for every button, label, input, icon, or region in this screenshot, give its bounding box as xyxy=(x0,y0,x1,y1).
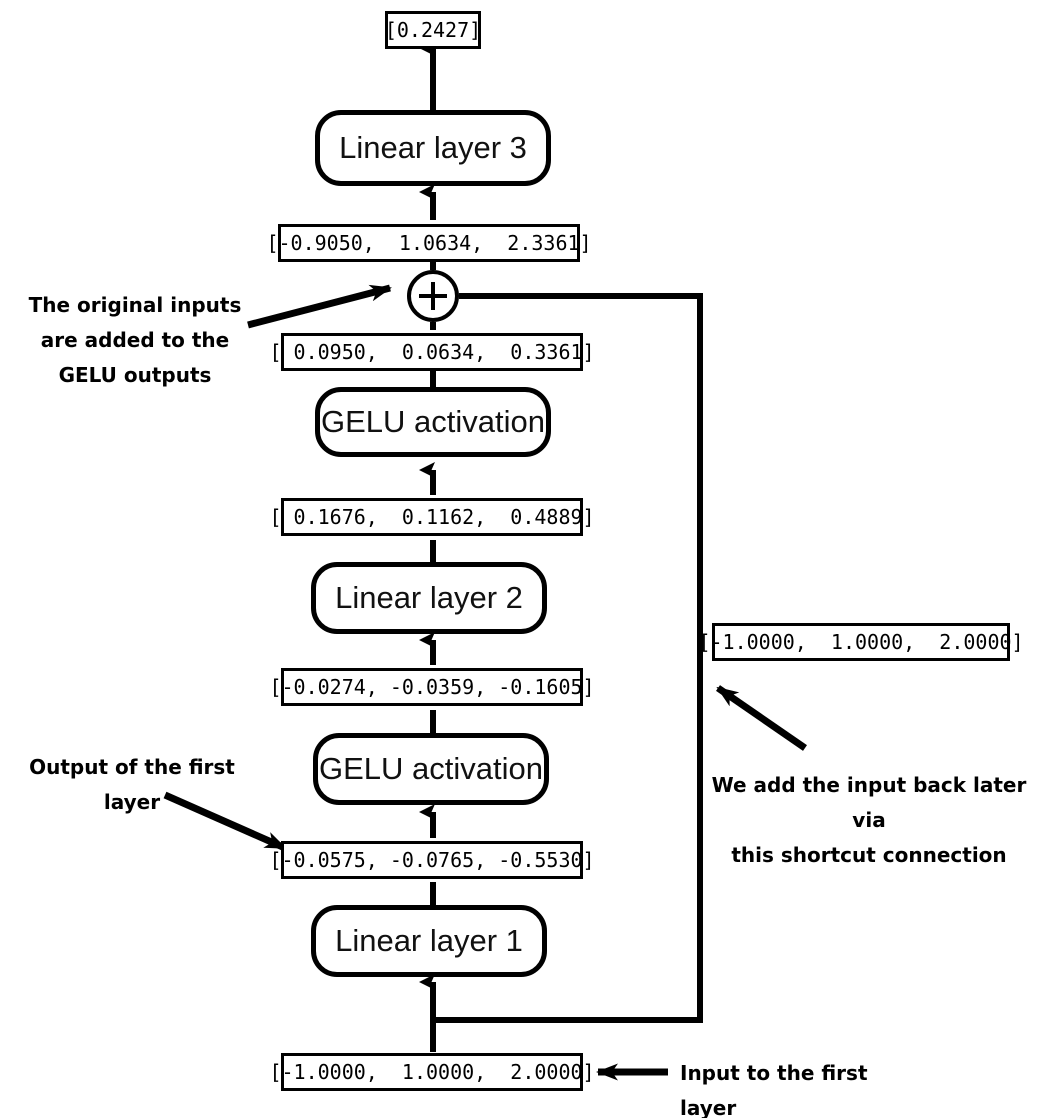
after-add-tensor: [-0.9050, 1.0634, 2.3361] xyxy=(266,224,592,262)
annotation-input-note: Input to the first layer xyxy=(680,1056,930,1118)
annotation-first-layer-note-line-1: Output of the first xyxy=(29,755,235,779)
gelu2-output-tensor: [ 0.0950, 0.0634, 0.3361] xyxy=(269,333,595,371)
annotation-add-note-line-3: GELU outputs xyxy=(58,363,212,387)
annotation-add-note-line-1: The original inputs xyxy=(28,293,242,317)
annotation-add-note: The original inputs are added to the GEL… xyxy=(24,288,246,393)
final-output-tensor: [0.2427] xyxy=(385,11,481,49)
block-gelu-activation-1[interactable]: GELU activation xyxy=(313,733,549,805)
block-linear-layer-3[interactable]: Linear layer 3 xyxy=(315,110,551,186)
linear1-output-tensor: [-0.0575, -0.0765, -0.5530] xyxy=(269,841,595,879)
annotation-shortcut-note: We add the input back later via this sho… xyxy=(700,768,1038,873)
input-tensor: [-1.0000, 1.0000, 2.0000] xyxy=(269,1053,595,1091)
linear2-output-tensor: [ 0.1676, 0.1162, 0.4889] xyxy=(269,498,595,536)
block-linear-layer-2[interactable]: Linear layer 2 xyxy=(311,562,547,634)
annotation-shortcut-note-line-2: this shortcut connection xyxy=(731,843,1007,867)
block-linear-layer-1[interactable]: Linear layer 1 xyxy=(311,905,547,977)
annotation-arrow-shortcut-note xyxy=(716,685,807,751)
annotation-first-layer-note-line-2: layer xyxy=(103,790,161,814)
block-gelu-activation-2[interactable]: GELU activation xyxy=(315,387,551,457)
annotation-add-note-line-2: are added to the xyxy=(40,328,230,352)
annotation-input-note-line-1: Input to the first layer xyxy=(680,1061,868,1118)
annotation-shortcut-note-line-1: We add the input back later via xyxy=(711,773,1027,832)
plus-icon-vertical xyxy=(431,282,435,310)
annotation-arrow-add-note xyxy=(247,284,392,329)
shortcut-tensor: [-1.0000, 1.0000, 2.0000] xyxy=(698,623,1024,661)
gelu1-output-tensor: [-0.0274, -0.0359, -0.1605] xyxy=(269,668,595,706)
annotation-first-layer-note: Output of the first layer xyxy=(22,750,242,820)
addition-node[interactable] xyxy=(407,270,459,322)
